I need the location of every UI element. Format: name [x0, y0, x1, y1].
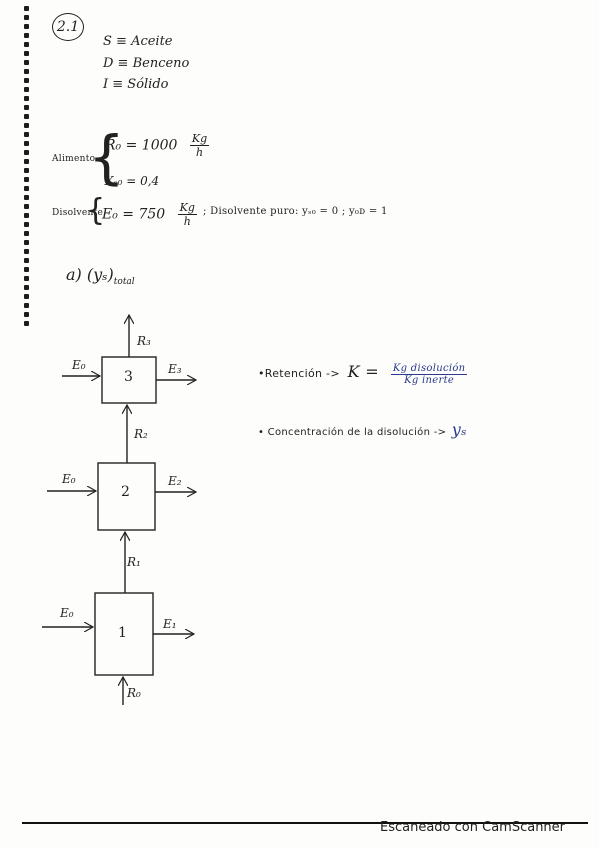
- label-r2: R₂: [134, 427, 148, 441]
- label-r1: R₁: [127, 555, 141, 569]
- solvent-e0-value: E₀ = 750: [102, 206, 166, 223]
- part-a-heading: a) (yₛ)total: [66, 265, 135, 287]
- page-bottom-rule: [22, 822, 588, 824]
- problem-number: 2.1: [52, 13, 84, 41]
- stage-1-label: 1: [118, 625, 127, 641]
- concentration-definition: • Concentración de la disolución -> yₛ: [258, 420, 467, 439]
- binding-holes: [24, 6, 30, 336]
- stage-2-label: 2: [121, 484, 130, 500]
- label-e0-stage1: E₀: [60, 606, 74, 620]
- concentration-prefix: • Concentración de la disolución ->: [258, 427, 447, 438]
- part-a-text: a) (yₛ): [66, 265, 114, 284]
- feed-xs0: Xₛ₀ = 0,4: [105, 174, 160, 188]
- retention-den: Kg inerte: [404, 374, 455, 386]
- solvent-e0-unit-den: h: [183, 215, 191, 228]
- stage-3-label: 3: [124, 369, 133, 385]
- feed-brace: {: [88, 123, 125, 191]
- solvent-note: ; Disolvente puro: yₛ₀ = 0 ; y₀ᴅ = 1: [203, 206, 388, 217]
- solvent-brace: {: [86, 193, 106, 228]
- label-e0-stage3: E₀: [72, 358, 86, 372]
- definition-solid: I ≡ Sólido: [103, 77, 169, 92]
- retention-num: Kg disolución: [390, 362, 468, 375]
- concentration-symbol: yₛ: [451, 420, 467, 439]
- problem-number-text: 2.1: [56, 19, 80, 35]
- scanner-watermark: Escaneado con CamScanner: [380, 820, 566, 835]
- solvent-e0-unit-num: Kg: [177, 201, 197, 215]
- feed-r0-unit-den: h: [195, 146, 204, 159]
- feed-label: Alimento: [52, 154, 96, 164]
- retention-definition: •Retención -> K = Kg disolución Kg inert…: [258, 362, 468, 386]
- label-r0: R₀: [127, 686, 141, 700]
- label-e2: E₂: [168, 474, 182, 488]
- definition-benzene: D ≡ Benceno: [103, 56, 190, 71]
- label-r3: R₃: [137, 334, 151, 348]
- retention-prefix: •Retención ->: [258, 367, 340, 380]
- part-a-subscript: total: [113, 277, 135, 288]
- definition-oil: S ≡ Aceite: [103, 34, 173, 49]
- retention-symbol: K =: [347, 362, 380, 381]
- label-e3: E₃: [168, 362, 182, 376]
- solvent-label: Disolvente: [52, 208, 104, 218]
- label-e0-stage2: E₀: [62, 472, 76, 486]
- feed-r0-value: R₀ = 1000: [105, 137, 178, 154]
- feed-r0-unit-num: Kg: [189, 132, 210, 146]
- label-e1: E₁: [163, 617, 177, 631]
- feed-r0: R₀ = 1000 Kg h: [105, 132, 210, 159]
- solvent-e0: E₀ = 750 Kg h: [102, 201, 197, 228]
